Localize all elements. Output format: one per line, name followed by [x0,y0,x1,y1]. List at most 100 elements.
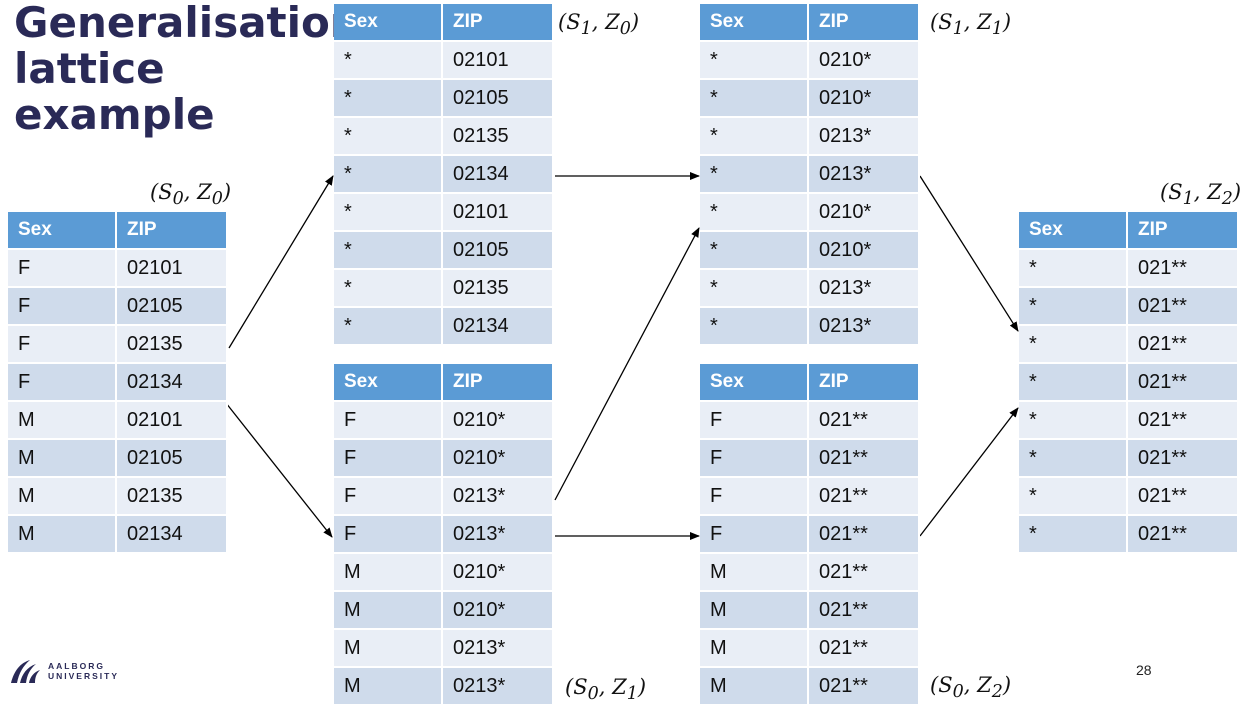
cell-sex: * [700,270,809,308]
cell-sex: M [8,402,117,440]
cell-zip: 02105 [443,80,554,118]
title-line-3: example [14,90,215,139]
cell-zip: 02134 [117,364,228,402]
cell-zip: 02101 [443,194,554,232]
cell-sex: F [8,364,117,402]
cell-zip: 0213* [443,668,554,706]
cell-zip: 021** [1128,516,1239,554]
cell-sex: F [334,516,443,554]
table-row: *02101 [334,42,554,80]
cell-zip: 021** [1128,478,1239,516]
cell-sex: * [1019,516,1128,554]
table-row: *021** [1019,516,1239,554]
table-s1-z0: Sex ZIP *02101 *02105 *02135 *02134 *021… [334,4,554,346]
cell-zip: 02135 [443,118,554,156]
cell-sex: * [700,308,809,346]
cell-sex: * [700,80,809,118]
cell-zip: 021** [809,554,920,592]
aalborg-waves-icon [11,660,40,683]
cell-zip: 021** [1128,326,1239,364]
table-row: *02134 [334,308,554,346]
column-header-sex: Sex [1019,212,1128,250]
cell-sex: * [1019,364,1128,402]
label-s0-z2: (S0, Z2) [930,673,1012,703]
cell-zip: 0213* [443,478,554,516]
table-row: *0210* [700,42,920,80]
arrow-s0z2-to-s1z2 [919,407,1019,537]
table-row: *021** [1019,288,1239,326]
cell-sex: * [1019,478,1128,516]
cell-zip: 0213* [809,118,920,156]
cell-zip: 02105 [117,288,228,326]
cell-zip: 021** [1128,364,1239,402]
cell-zip: 0210* [809,80,920,118]
cell-sex: * [700,118,809,156]
cell-sex: * [1019,288,1128,326]
cell-zip: 0213* [443,630,554,668]
column-header-sex: Sex [334,364,443,402]
table-row: *0213* [700,270,920,308]
arrow-s0z0-to-s1z0 [228,175,334,349]
cell-sex: * [1019,440,1128,478]
column-header-sex: Sex [700,4,809,42]
cell-sex: M [8,516,117,554]
cell-sex: * [1019,326,1128,364]
cell-sex: * [700,156,809,194]
table-row: *021** [1019,250,1239,288]
cell-sex: M [700,630,809,668]
cell-zip: 0210* [809,232,920,270]
cell-sex: M [700,668,809,706]
table-row: *0213* [700,118,920,156]
cell-zip: 02105 [443,232,554,270]
cell-zip: 0213* [443,516,554,554]
cell-zip: 021** [809,478,920,516]
table-row: *02105 [334,80,554,118]
cell-zip: 021** [1128,440,1239,478]
cell-zip: 0213* [809,308,920,346]
table-row: *021** [1019,326,1239,364]
cell-zip: 02134 [443,308,554,346]
column-header-zip: ZIP [1128,212,1239,250]
table-row: *0213* [700,308,920,346]
cell-zip: 0210* [443,592,554,630]
column-header-sex: Sex [8,212,117,250]
logo-line-2: UNIVERSITY [48,671,120,681]
cell-sex: M [8,440,117,478]
cell-zip: 0213* [809,156,920,194]
cell-sex: M [8,478,117,516]
cell-sex: * [700,42,809,80]
cell-sex: F [334,402,443,440]
cell-sex: F [700,516,809,554]
cell-zip: 02105 [117,440,228,478]
cell-zip: 02135 [117,478,228,516]
column-header-sex: Sex [334,4,443,42]
cell-zip: 021** [1128,402,1239,440]
cell-zip: 0210* [809,194,920,232]
cell-sex: * [334,308,443,346]
table-row: *0210* [700,80,920,118]
cell-sex: M [334,554,443,592]
cell-zip: 021** [809,668,920,706]
cell-sex: M [334,668,443,706]
column-header-zip: ZIP [809,364,920,402]
label-s1-z2: (S1, Z2) [1160,180,1242,210]
table-row: *02135 [334,270,554,308]
arrow-s1z1-to-s1z2 [919,175,1019,332]
label-s1-z0: (S1, Z0) [558,10,640,40]
cell-sex: F [334,478,443,516]
cell-sex: M [334,592,443,630]
logo-line-1: AALBORG [48,661,105,671]
